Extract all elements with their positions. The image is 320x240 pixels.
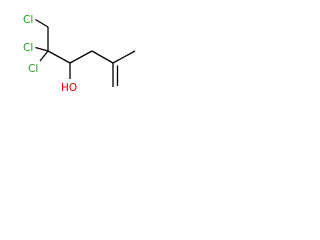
bond-c4-c5: [91, 50, 114, 64]
bond-c2-c3: [47, 50, 71, 64]
structure-diagram: Cl Cl Cl HO: [23, 14, 136, 94]
bond-c5-methyl: [112, 50, 136, 64]
chlorine-label-top: Cl: [23, 14, 33, 26]
chlorine-label-middle: Cl: [23, 42, 33, 54]
hydroxyl-label: HO: [61, 82, 77, 94]
bond-c3-c4: [69, 50, 93, 64]
bond-c1-cl: [35, 18, 49, 28]
chlorine-label-lower: Cl: [28, 63, 38, 75]
bond-c2-cl-b: [39, 50, 49, 62]
bond-c2-cl-a: [35, 46, 49, 52]
